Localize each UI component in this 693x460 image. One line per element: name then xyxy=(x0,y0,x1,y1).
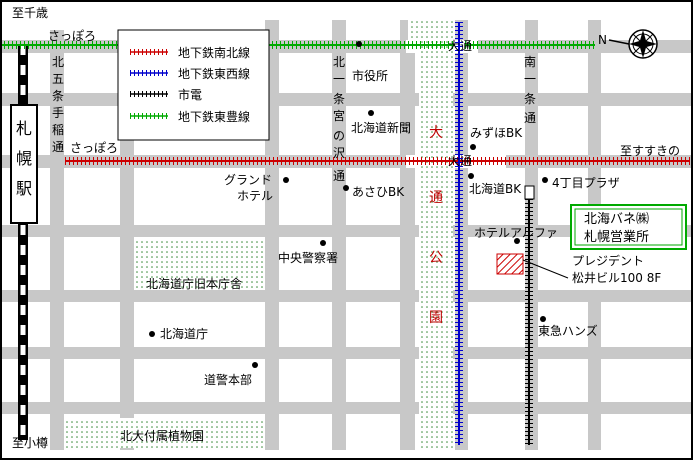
odori-park-area xyxy=(419,20,453,448)
direction-otaru: 至小樽 xyxy=(12,435,48,450)
svg-text:園: 園 xyxy=(429,310,443,326)
svg-text:沢: 沢 xyxy=(333,146,345,160)
svg-text:稲: 稲 xyxy=(52,123,64,137)
station-char-1: 札 xyxy=(16,119,32,138)
label-asahi: あさひBK xyxy=(352,185,405,199)
svg-text:通: 通 xyxy=(52,140,64,154)
svg-text:条: 条 xyxy=(52,89,64,103)
street-minami1: 南 一 条 通 xyxy=(524,54,536,125)
svg-text:通: 通 xyxy=(429,190,443,206)
legend-item-toho: 地下鉄東豊線 xyxy=(130,109,250,124)
label-grand-hotel-1: グランド xyxy=(224,173,272,187)
svg-text:市電: 市電 xyxy=(178,87,202,102)
direction-susukino: 至すすきの xyxy=(620,144,680,158)
company-callout-line xyxy=(522,259,569,279)
label-old-office: 北海道庁旧本庁舎 xyxy=(146,276,242,291)
old-office-area xyxy=(136,240,264,290)
label-shiyakusho: 市役所 xyxy=(352,68,388,83)
svg-text:北: 北 xyxy=(52,55,64,69)
street-sapporo-mid: さっぽろ xyxy=(70,141,118,155)
botanical-garden-area xyxy=(66,418,263,448)
svg-text:五: 五 xyxy=(52,72,64,86)
station-char-2: 幌 xyxy=(16,149,32,168)
svg-text:公: 公 xyxy=(429,250,443,266)
svg-text:手: 手 xyxy=(52,106,64,120)
tram-terminal xyxy=(524,185,535,200)
svg-text:地下鉄東豊線: 地下鉄東豊線 xyxy=(178,109,250,124)
company-office: 札幌営業所 xyxy=(584,229,649,245)
svg-text:の: の xyxy=(333,129,345,143)
svg-text:北: 北 xyxy=(333,55,345,69)
company-name: 北海バネ㈱ xyxy=(584,212,649,227)
label-dochou: 北海道庁 xyxy=(160,326,208,341)
direction-chitose: 至千歳 xyxy=(12,6,48,20)
label-hotel-alpha: ホテルアルファ xyxy=(474,226,558,240)
legend-item-tram: 市電 xyxy=(130,87,202,102)
company-box-inner xyxy=(574,208,683,246)
label-hokkaido-bk: 北海道BK xyxy=(469,181,522,196)
company-building xyxy=(496,253,524,275)
label-hokkaido-shimbun: 北海道新聞 xyxy=(351,120,411,135)
landmark-dots xyxy=(149,41,548,368)
street-sapporo-top: さっぽろ xyxy=(48,29,96,43)
compass-north: N xyxy=(598,33,607,47)
odori-park-label: 大 通 公 園 xyxy=(429,125,443,326)
street-kita1: 北 一 条 宮 の 沢 通 xyxy=(333,55,345,183)
sapporo-station-box xyxy=(10,104,38,224)
label-botanical: 北大付属植物園 xyxy=(120,428,204,443)
svg-text:大: 大 xyxy=(429,125,443,141)
svg-text:条: 条 xyxy=(333,92,345,106)
svg-text:南: 南 xyxy=(524,54,536,69)
legend-item-tozai: 地下鉄東西線 xyxy=(130,66,250,81)
svg-text:通: 通 xyxy=(524,111,536,125)
label-mizuho: みずほBK xyxy=(470,126,523,140)
label-doukei: 道警本部 xyxy=(204,372,252,387)
legend: 地下鉄南北線 地下鉄東西線 市電 地下鉄東豊線 xyxy=(117,29,270,141)
label-tokyu: 東急ハンズ xyxy=(538,323,598,338)
station-char-3: 駅 xyxy=(16,179,32,198)
label-grand-hotel-2: ホテル xyxy=(237,189,273,203)
svg-text:通: 通 xyxy=(333,169,345,183)
company-building-1: プレジデント xyxy=(572,253,644,268)
label-yon-plaza: 4丁目プラザ xyxy=(552,176,620,190)
label-chuo-police: 中央警察署 xyxy=(278,250,338,265)
svg-text:宮: 宮 xyxy=(333,108,345,123)
company-building-2: 松井ビル100 8F xyxy=(572,271,661,285)
svg-text:地下鉄南北線: 地下鉄南北線 xyxy=(178,45,250,60)
street-odori-mid: 大通 xyxy=(448,154,472,168)
legend-item-nanboku: 地下鉄南北線 xyxy=(130,45,250,60)
svg-text:一: 一 xyxy=(524,72,536,86)
svg-text:地下鉄東西線: 地下鉄東西線 xyxy=(178,66,250,81)
street-odori-top: 大通 xyxy=(448,39,472,53)
compass-icon: N xyxy=(598,29,658,59)
svg-text:条: 条 xyxy=(524,92,536,106)
street-kita5: 北 五 条 手 稲 通 xyxy=(52,55,64,154)
svg-text:一: 一 xyxy=(333,72,345,86)
